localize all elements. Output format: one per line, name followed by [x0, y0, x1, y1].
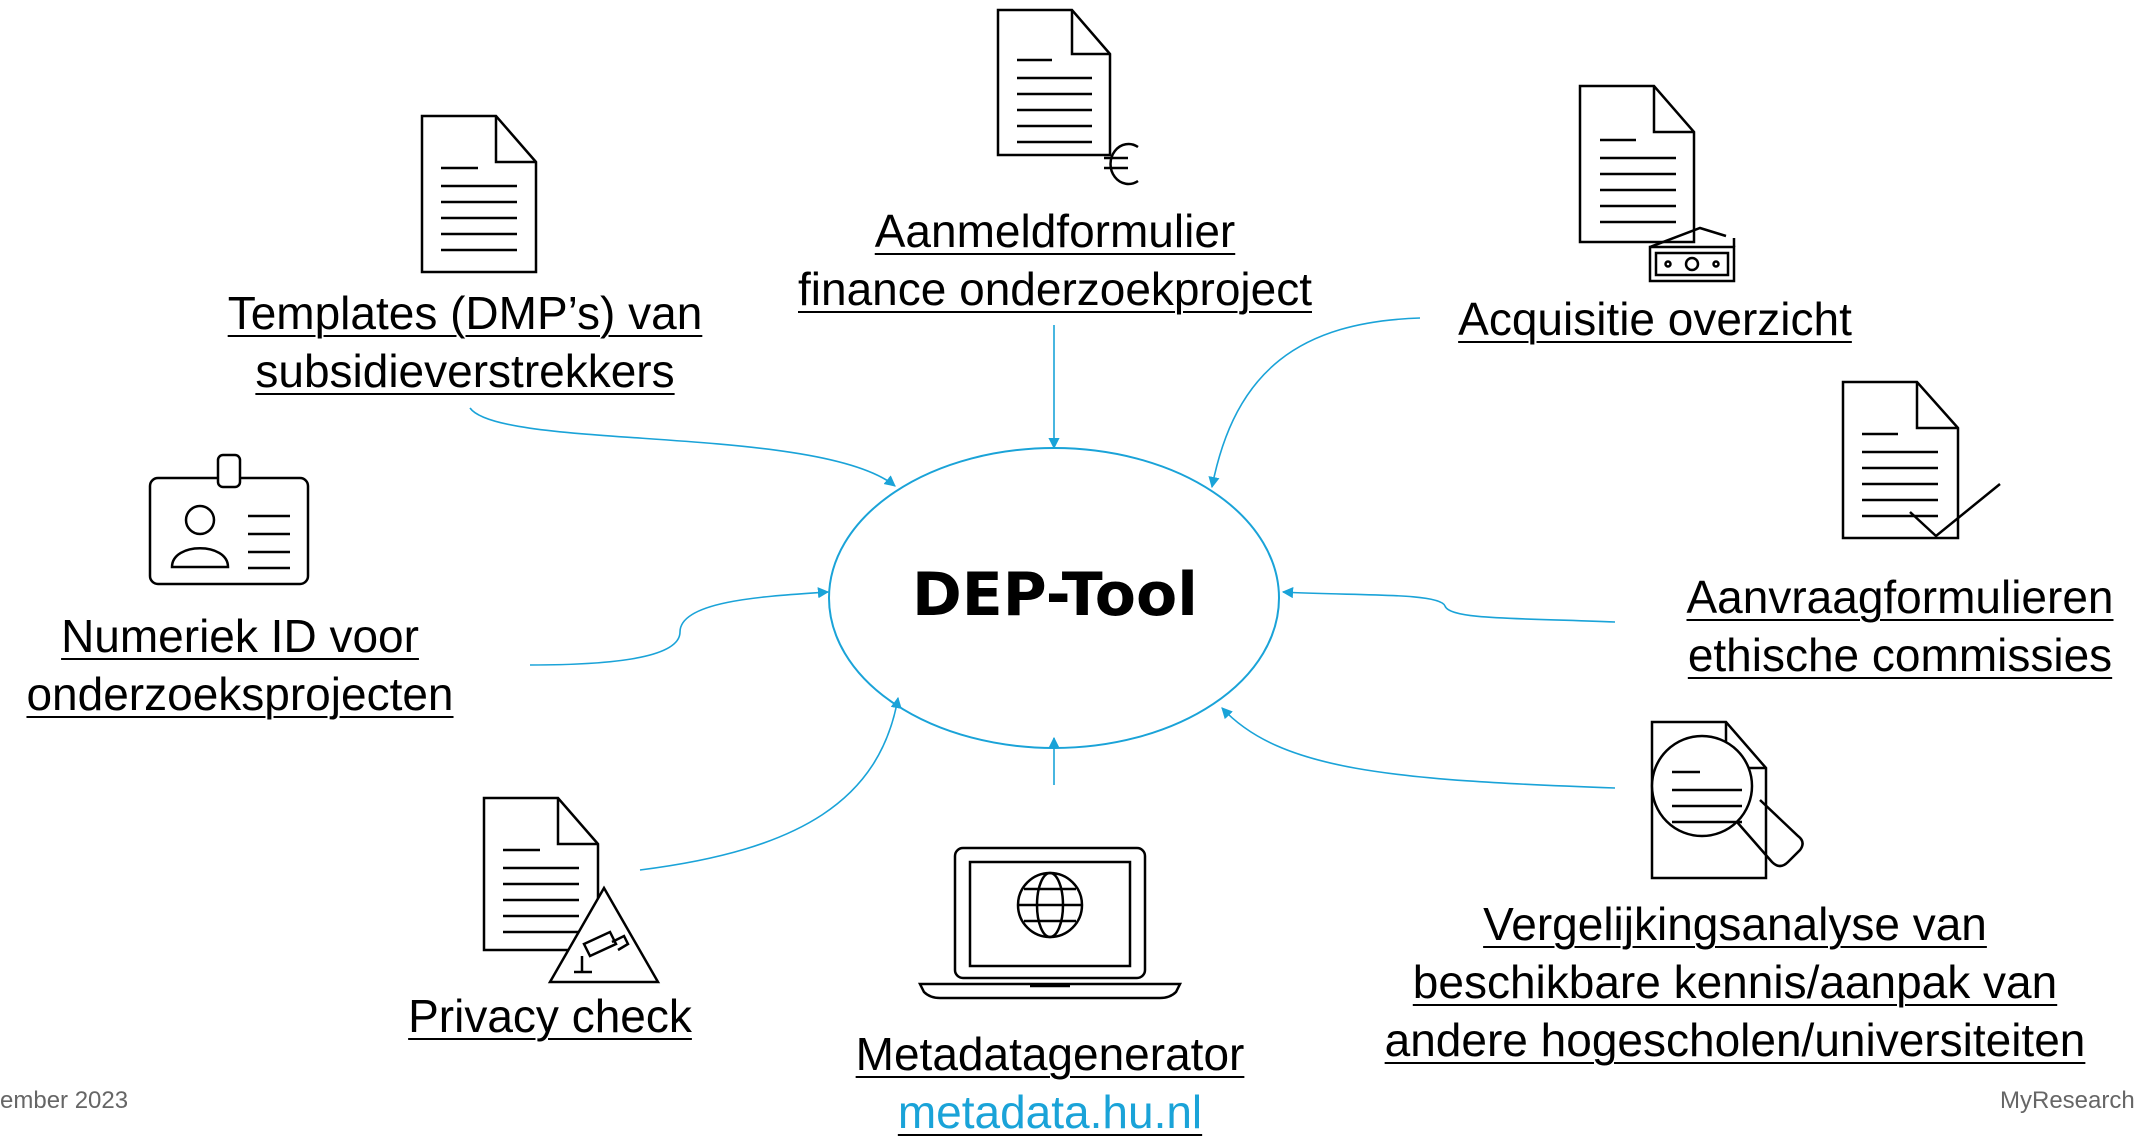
- document-icon: [420, 114, 538, 274]
- ethische-line1: Aanvraagformulieren: [1686, 571, 2114, 623]
- numeriek-line1: Numeriek ID voor: [61, 610, 419, 662]
- privacy-line1: Privacy check: [408, 990, 692, 1042]
- vergelijking-label[interactable]: Vergelijkingsanalyse van beschikbare ken…: [1355, 895, 2115, 1069]
- document-money-icon: [1578, 84, 1736, 283]
- vergelijking-line1: Vergelijkingsanalyse van: [1483, 898, 1987, 950]
- connector-vergelijking: [1221, 707, 1616, 789]
- metadata-label[interactable]: Metadatagenerator metadata.hu.nl: [810, 1025, 1290, 1141]
- finance-line2: finance onderzoekproject: [798, 263, 1312, 315]
- document-camera-warning-icon: [482, 796, 661, 984]
- templates-label[interactable]: Templates (DMP’s) van subsidieverstrekke…: [175, 284, 755, 400]
- id-badge-icon: [148, 453, 310, 586]
- templates-line2: subsidieverstrekkers: [255, 345, 675, 397]
- connector-privacy: [639, 696, 902, 871]
- ethische-label[interactable]: Aanvraagformulieren ethische commissies: [1660, 568, 2140, 684]
- finance-line1: Aanmeldformulier: [874, 205, 1236, 257]
- connector-acquisitie: [1208, 317, 1421, 489]
- acquisitie-line1: Acquisitie overzicht: [1458, 293, 1852, 345]
- numeriek-line2: onderzoeksprojecten: [26, 668, 454, 720]
- connector-numeriek: [529, 587, 830, 666]
- ethische-line2: ethische commissies: [1687, 629, 2113, 681]
- laptop-globe-icon: [917, 846, 1183, 1000]
- dep-tool-title: DEP-Tool: [912, 560, 1198, 630]
- document-check-icon: [1841, 380, 2001, 540]
- footer-right: MyResearch: [2000, 1087, 2135, 1114]
- metadata-link[interactable]: metadata.hu.nl: [897, 1086, 1203, 1138]
- acquisitie-label[interactable]: Acquisitie overzicht: [1430, 290, 1880, 348]
- numeriek-label[interactable]: Numeriek ID voor onderzoeksprojecten: [0, 607, 480, 723]
- metadata-line1: Metadatagenerator: [855, 1028, 1245, 1080]
- connector-templates: [469, 407, 896, 487]
- connector-ethische: [1281, 587, 1616, 623]
- footer-left: ember 2023: [0, 1087, 129, 1114]
- finance-form-label[interactable]: Aanmeldformulier finance onderzoekprojec…: [760, 202, 1350, 318]
- privacy-label[interactable]: Privacy check: [370, 987, 730, 1045]
- document-magnifier-icon: [1650, 720, 1804, 880]
- document-euro-icon: [996, 8, 1139, 186]
- vergelijking-line3: andere hogescholen/universiteiten: [1384, 1014, 2086, 1066]
- templates-line1: Templates (DMP’s) van: [227, 287, 703, 339]
- vergelijking-line2: beschikbare kennis/aanpak van: [1412, 956, 2058, 1008]
